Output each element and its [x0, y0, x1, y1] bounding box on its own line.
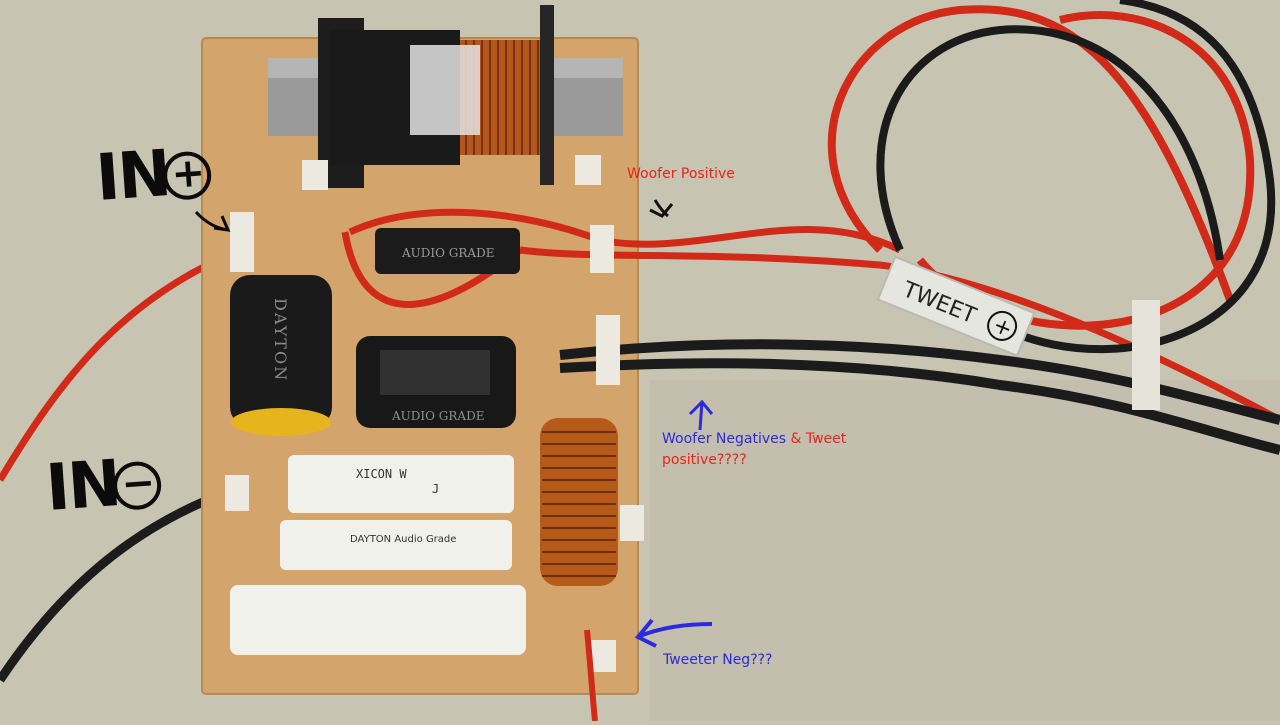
inductor-large: [268, 5, 623, 188]
tweeter-neg-label: Tweeter Neg???: [663, 652, 773, 668]
resistor-1-label: XICON W: [356, 467, 407, 481]
woofer-positive-label: Woofer Positive: [627, 166, 735, 182]
input-black-wire: [0, 490, 222, 683]
in-negative-annotation: IN−: [44, 444, 164, 526]
zip-tie: [620, 505, 644, 541]
zip-tie: [590, 640, 616, 672]
zip-tie: [575, 155, 601, 185]
board-red-loop: [341, 231, 523, 308]
zip-tie: [225, 475, 249, 511]
capacitor-small-label: AUDIO GRADE: [401, 246, 494, 260]
capacitor-large: DAYTON: [230, 275, 332, 436]
tweet-wire-tag: TWEET +: [876, 255, 1036, 357]
tweeter-neg-wire: [584, 629, 598, 722]
in-positive-annotation: IN+: [94, 134, 214, 216]
resistor-3: [230, 585, 526, 655]
woofer-black-wire-1: [559, 339, 1280, 425]
tweet-positive-text: & Tweet: [786, 431, 847, 447]
resistor-1: XICON W J: [288, 455, 514, 513]
woofer-negatives-arrow: [688, 399, 714, 431]
wire-loop-red-1: [827, 5, 1234, 302]
capacitor-mid-label: AUDIO GRADE: [391, 409, 484, 423]
in-negative-text: IN: [43, 446, 122, 526]
capacitor-large-label: DAYTON: [271, 298, 290, 382]
resistor-2-label: DAYTON Audio Grade: [350, 534, 456, 545]
zip-tie: [1132, 300, 1160, 410]
in-positive-text: IN: [93, 136, 172, 216]
resistor-2: DAYTON Audio Grade: [280, 520, 512, 570]
woofer-negatives-text: Woofer Negatives: [662, 431, 787, 447]
zip-tie: [230, 212, 254, 272]
zip-tie: [302, 160, 328, 190]
tweeter-neg-arrow: [634, 618, 713, 648]
input-red-wire: [0, 246, 242, 482]
inductor-small: [540, 418, 618, 586]
capacitor-small-top: AUDIO GRADE: [375, 228, 520, 274]
capacitor-mid: AUDIO GRADE: [356, 336, 516, 428]
zip-tie: [590, 225, 614, 273]
in-positive-arrow: [194, 210, 231, 232]
positive-question-label: positive????: [662, 452, 747, 468]
wire-loop-black-2: [957, 0, 1276, 354]
woofer-negatives-label: Woofer Negatives & Tweet: [662, 431, 846, 448]
wire-loop-black-1: [876, 25, 1224, 261]
zip-tie: [596, 315, 620, 385]
resistor-1-sublabel: J: [432, 482, 439, 496]
woofer-black-wire-2: [559, 358, 1280, 455]
woofer-positive-arrow: [649, 199, 674, 218]
